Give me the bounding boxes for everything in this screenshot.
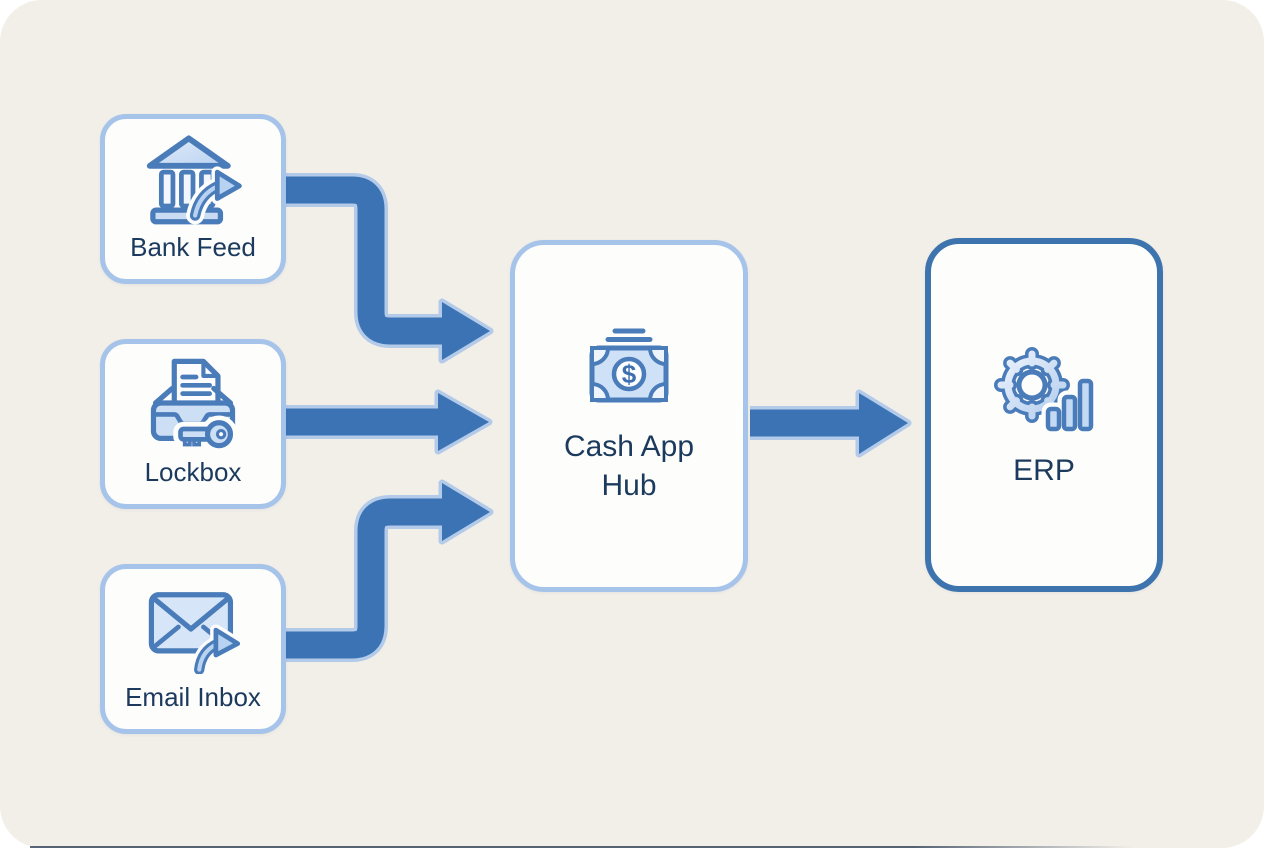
node-label-lockbox: Lockbox <box>144 457 242 488</box>
bottom-edge-line <box>30 846 1134 848</box>
lockbox-key-icon <box>150 358 238 452</box>
flow-node-lockbox: Lockbox <box>100 339 286 509</box>
email-inbox-icon-area <box>141 569 245 681</box>
lockbox-icon-area <box>141 344 245 456</box>
gear-chart-icon <box>994 346 1096 435</box>
arrow-lockbox-to-hub <box>284 389 493 455</box>
node-label-cash-app-hub: Cash App Hub <box>563 430 695 502</box>
flow-node-erp: ERP <box>925 238 1163 592</box>
cash-bill-icon: $ <box>589 328 669 403</box>
flow-node-bank-feed: Bank Feed <box>100 114 286 284</box>
flow-node-cash-app-hub: $ Cash App Hub <box>510 240 748 592</box>
flow-node-email-inbox: Email Inbox <box>100 564 286 734</box>
bank-export-icon <box>146 135 246 225</box>
arrow-email-inbox-to-hub <box>284 479 494 662</box>
email-forward-icon <box>148 592 244 675</box>
node-label-bank-feed: Bank Feed <box>130 232 256 263</box>
node-label-email-inbox: Email Inbox <box>125 682 261 713</box>
dollar-glyph: $ <box>622 359 637 389</box>
arrow-bank-feed-to-hub <box>284 173 494 364</box>
node-label-erp: ERP <box>1013 453 1075 487</box>
arrow-hub-to-erp <box>750 389 912 458</box>
bank-feed-icon-area <box>140 119 246 231</box>
